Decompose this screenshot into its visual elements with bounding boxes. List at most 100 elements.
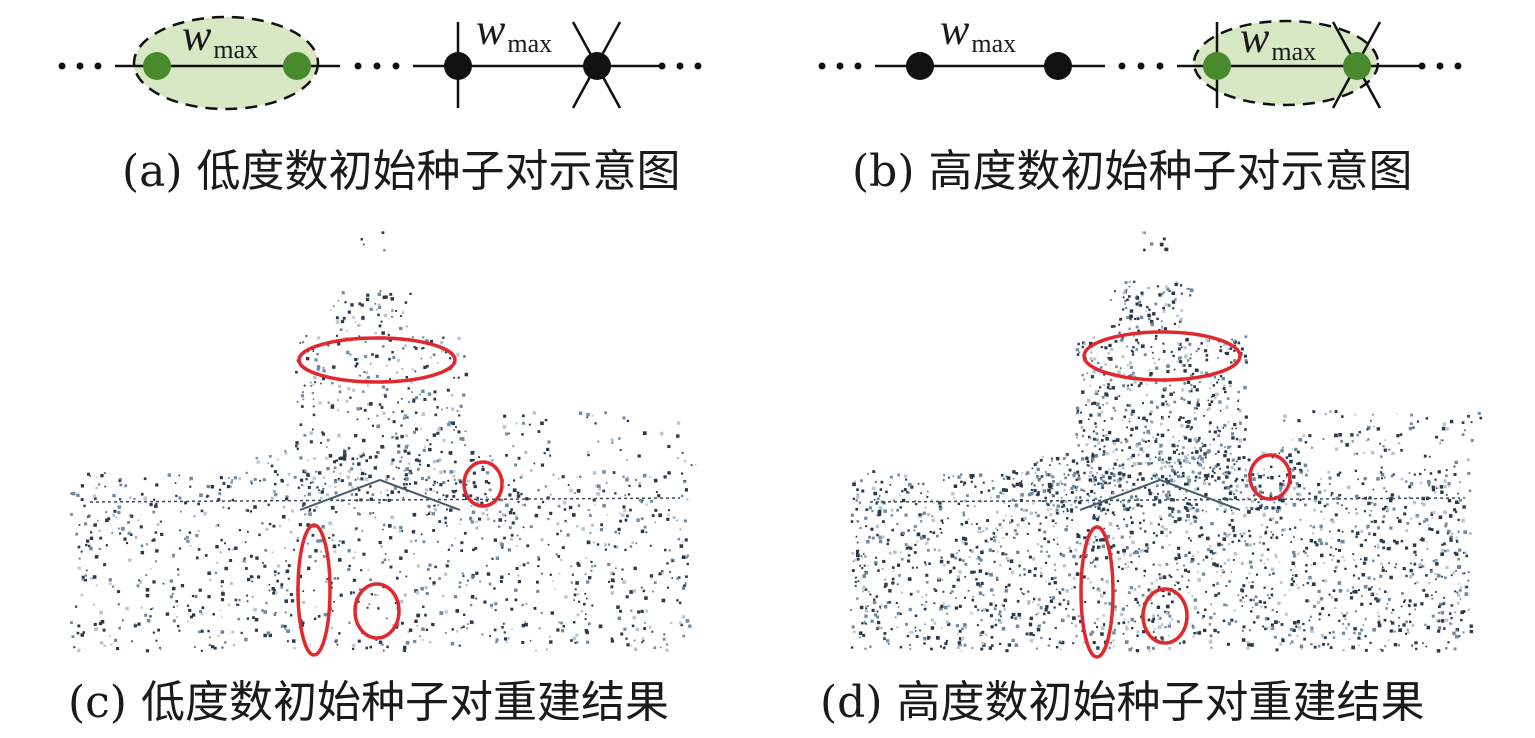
cloud-point: [1128, 446, 1131, 449]
cloud-point: [980, 647, 984, 651]
cloud-point: [304, 513, 307, 516]
cloud-point: [442, 481, 446, 485]
cloud-point: [1124, 566, 1127, 569]
cloud-point: [433, 490, 435, 493]
cloud-point: [1097, 600, 1100, 604]
cloud-point: [1458, 588, 1462, 592]
cloud-point: [234, 546, 238, 550]
cloud-point: [377, 607, 380, 610]
cloud-point: [1033, 484, 1036, 487]
cloud-point: [1248, 560, 1253, 564]
cloud-point: [390, 515, 394, 520]
cloud-point: [1189, 357, 1192, 360]
cloud-point: [1194, 475, 1198, 479]
cloud-point: [1435, 562, 1439, 566]
cloud-point: [1126, 426, 1128, 429]
cloud-point: [1091, 630, 1095, 634]
cloud-point: [943, 602, 945, 605]
cloud-point: [85, 543, 88, 547]
cloud-point: [1403, 512, 1407, 516]
cloud-point: [1177, 553, 1181, 557]
cloud-point: [109, 635, 111, 638]
cloud-point: [938, 505, 942, 509]
cloud-point: [540, 611, 543, 615]
cloud-point: [969, 611, 972, 614]
cloud-point: [555, 553, 558, 556]
cloud-point: [519, 538, 522, 541]
cloud-point: [1197, 578, 1201, 582]
cloud-point: [1203, 628, 1207, 633]
cloud-point: [856, 520, 859, 523]
cloud-point: [1178, 325, 1180, 328]
cloud-point: [960, 480, 963, 483]
cloud-point: [1423, 520, 1426, 523]
cloud-point: [1158, 293, 1162, 297]
cloud-point: [326, 446, 328, 448]
cloud-point: [1391, 621, 1395, 625]
cloud-point: [1462, 505, 1466, 509]
cloud-point: [645, 609, 649, 613]
cloud-point: [1168, 464, 1172, 468]
cloud-point: [339, 593, 343, 597]
cloud-point: [1280, 495, 1284, 499]
cloud-point: [1453, 647, 1457, 651]
cloud-point: [167, 473, 171, 477]
cloud-point: [1178, 461, 1182, 465]
cloud-point: [203, 512, 207, 516]
cloud-point: [625, 595, 629, 599]
cloud-point: [1292, 580, 1295, 583]
cloud-point: [452, 474, 456, 478]
cloud-point: [923, 637, 927, 641]
cloud-point: [1374, 597, 1378, 601]
cloud-point: [638, 499, 642, 502]
cloud-point: [1383, 448, 1387, 452]
cloud-point: [296, 536, 299, 539]
cloud-point: [1256, 615, 1260, 619]
cloud-point: [1040, 636, 1043, 640]
cloud-point: [334, 640, 337, 643]
cloud-point: [1171, 300, 1176, 304]
cloud-point: [1151, 619, 1155, 623]
cloud-point: [1366, 524, 1370, 529]
cloud-point: [1386, 547, 1390, 551]
cloud-point: [356, 457, 359, 460]
cloud-point: [1294, 526, 1297, 529]
cloud-point: [1190, 374, 1194, 378]
cloud-point: [501, 513, 506, 517]
cloud-point: [522, 414, 525, 418]
cloud-point: [284, 547, 286, 549]
cloud-point: [578, 411, 583, 415]
cloud-point: [1387, 639, 1390, 641]
cloud-point: [1340, 541, 1343, 543]
cloud-point: [1196, 407, 1198, 410]
cloud-point: [1224, 473, 1228, 477]
cloud-point: [1458, 635, 1461, 638]
cloud-point: [347, 568, 351, 572]
cloud-point: [97, 519, 99, 522]
cloud-point: [1071, 519, 1073, 521]
cloud-point: [1075, 635, 1078, 638]
cloud-point: [962, 513, 966, 517]
cloud-point: [1313, 562, 1316, 566]
cloud-point: [1243, 513, 1247, 518]
cloud-point: [267, 462, 269, 464]
cloud-point: [598, 624, 603, 629]
cloud-point: [1154, 440, 1158, 443]
cloud-point: [859, 636, 861, 639]
cloud-point: [1129, 516, 1133, 519]
cloud-point: [878, 506, 883, 510]
cloud-point: [928, 562, 931, 565]
cloud-point: [1126, 298, 1129, 302]
cloud-point: [1100, 483, 1105, 487]
cloud-point: [1159, 467, 1163, 471]
cloud-point: [1022, 593, 1025, 596]
cloud-point: [1434, 491, 1437, 494]
cloud-point: [380, 320, 383, 323]
cloud-point: [98, 547, 101, 550]
cloud-point: [92, 575, 97, 579]
cloud-point: [927, 512, 931, 517]
cloud-point: [1412, 426, 1415, 429]
cloud-point: [1211, 557, 1213, 560]
cloud-point: [1118, 395, 1121, 398]
cloud-point: [1189, 506, 1193, 511]
